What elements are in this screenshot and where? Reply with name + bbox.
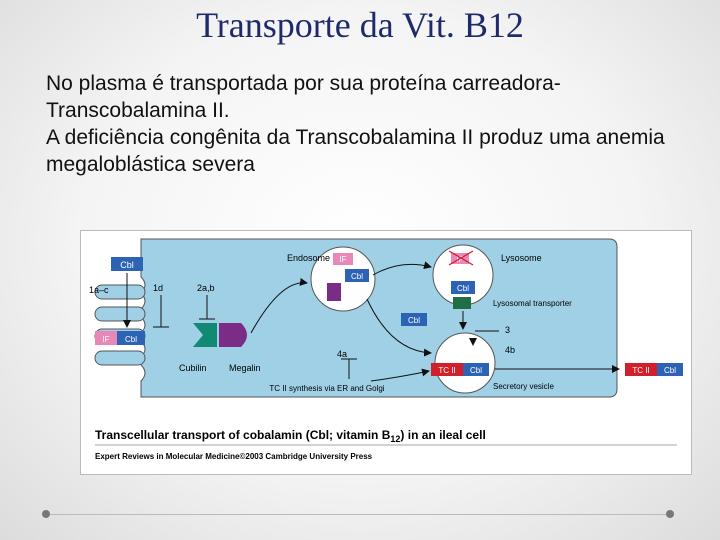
step-4a: 4a <box>337 349 347 359</box>
microvillus <box>94 284 146 300</box>
step-1a-c: 1a–c <box>89 285 109 295</box>
slide-title: Transporte da Vit. B12 <box>196 5 524 45</box>
degraded-if-cross <box>448 250 474 266</box>
step-3: 3 <box>505 325 510 335</box>
step-1d: 1d <box>153 283 163 293</box>
lumen-cbl-label: Cbl <box>120 260 134 270</box>
endosome-if-box <box>333 253 353 265</box>
lumen-if-cbl-label: Cbl <box>125 335 137 344</box>
cubilin-label: Cubilin <box>179 363 207 373</box>
step-4b: 4b <box>505 345 515 355</box>
endosome-megalin <box>327 283 341 301</box>
cubilin-receptor <box>193 323 217 347</box>
caption-tail: ) in an ileal cell <box>400 428 485 442</box>
lysosome-cbl-label: Cbl <box>457 284 469 293</box>
microvillus <box>94 350 146 366</box>
endosome-cbl-label: Cbl <box>351 272 363 281</box>
lysosomal-transporter-box <box>453 297 471 309</box>
lysosome-cbl-box <box>451 281 475 294</box>
tc2-synthesis-text: TC II synthesis via ER and Golgi <box>269 384 384 393</box>
endosome-label: Endosome <box>287 253 330 263</box>
arrow-endocytosis <box>250 277 308 334</box>
endosome-cbl-box <box>345 269 369 282</box>
microvillus <box>94 306 146 322</box>
lumen-if-label: IF <box>102 335 109 344</box>
secreted-tc2-box <box>625 363 657 376</box>
paragraph-congenital-deficiency: A deficiência congênita da Transcobalami… <box>46 126 665 176</box>
secreted-tc2-label: TC II <box>632 366 649 375</box>
lysosome-if-label: IF <box>456 255 463 264</box>
vesicle-cbl-label: Cbl <box>470 366 482 375</box>
arrow-cbl-to-vesicle <box>366 298 432 357</box>
arrow-tc2-to-vesicle <box>370 368 430 382</box>
vesicle-tc2-box <box>431 363 463 376</box>
footer-dot-right <box>666 510 674 518</box>
tc2-synthesis-label: TC II synthesis via ER and Golgi <box>269 384 384 393</box>
caption-main: Transcellular transport of cobalamin (Cb… <box>95 428 391 442</box>
step-2ab: 2a,b <box>197 283 215 293</box>
arrow-to-lysosome <box>372 261 432 276</box>
figure-caption: Transcellular transport of cobalamin (Cb… <box>95 428 486 444</box>
cobalamin-transport-figure: Endosome IF Cbl Lysosome IF Cbl Lysosoma… <box>80 230 692 475</box>
vesicle-cbl-box <box>463 363 489 376</box>
megalin-label: Megalin <box>229 363 261 373</box>
cytosol-cbl-box <box>401 313 427 326</box>
secretory-vesicle-label: Secretory vesicle <box>493 382 554 391</box>
microvilli <box>94 284 146 366</box>
lumen-cbl-box <box>111 257 143 271</box>
footer-dot-left <box>42 510 50 518</box>
diagram-svg: Endosome IF Cbl Lysosome IF Cbl Lysosoma… <box>89 238 683 461</box>
endosome-if-label: IF <box>339 255 346 264</box>
megalin-receptor <box>219 323 247 347</box>
cytosol-cbl-label: Cbl <box>408 316 420 325</box>
vesicle-tc2-label: TC II <box>438 366 455 375</box>
lysosomal-transporter-label: Lysosomal transporter <box>493 299 572 308</box>
lumen-if-cbl-box <box>117 331 145 345</box>
pathway-arrows <box>123 261 620 382</box>
ileal-cell-shape <box>140 238 618 398</box>
footer-rule <box>50 514 670 515</box>
secreted-cbl-box <box>657 363 683 376</box>
lysosomal-transporter-text: Lysosomal transporter <box>493 299 572 308</box>
lysosome-label: Lysosome <box>501 253 542 263</box>
paragraph-plasma-transport: No plasma é transportada por sua proteín… <box>46 72 561 122</box>
slide-body: No plasma é transportada por sua proteín… <box>46 70 686 178</box>
caption-subscript: 12 <box>390 434 400 444</box>
secreted-cbl-label: Cbl <box>664 366 676 375</box>
figure-credit: Expert Reviews in Molecular Medicine©200… <box>95 452 373 461</box>
lumen-if-box <box>95 331 117 345</box>
